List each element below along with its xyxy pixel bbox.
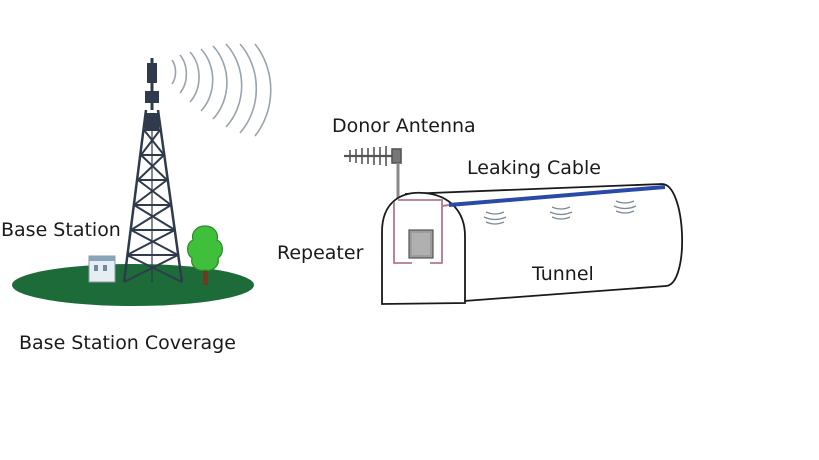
- yagi-antenna-icon: [344, 146, 402, 166]
- repeater-label: Repeater: [277, 242, 364, 264]
- building-icon: [88, 255, 116, 283]
- repeater-box-icon: [408, 229, 434, 259]
- tree-icon: [187, 225, 223, 285]
- signal-waves-icon: [171, 43, 272, 137]
- transmission-tower-icon: [122, 58, 184, 283]
- coverage-area: [12, 264, 254, 306]
- leaking-cable: [448, 185, 666, 207]
- leaking-cable-label: Leaking Cable: [467, 157, 601, 179]
- donor-antenna-label: Donor Antenna: [332, 115, 476, 137]
- base-station-label: Base Station: [1, 219, 121, 241]
- cable-joint: [441, 204, 450, 207]
- tunnel-label: Tunnel: [532, 263, 594, 285]
- feeder-cables: [393, 199, 443, 264]
- base-station-coverage-label: Base Station Coverage: [19, 332, 236, 354]
- leak-waves-icon: [483, 200, 637, 225]
